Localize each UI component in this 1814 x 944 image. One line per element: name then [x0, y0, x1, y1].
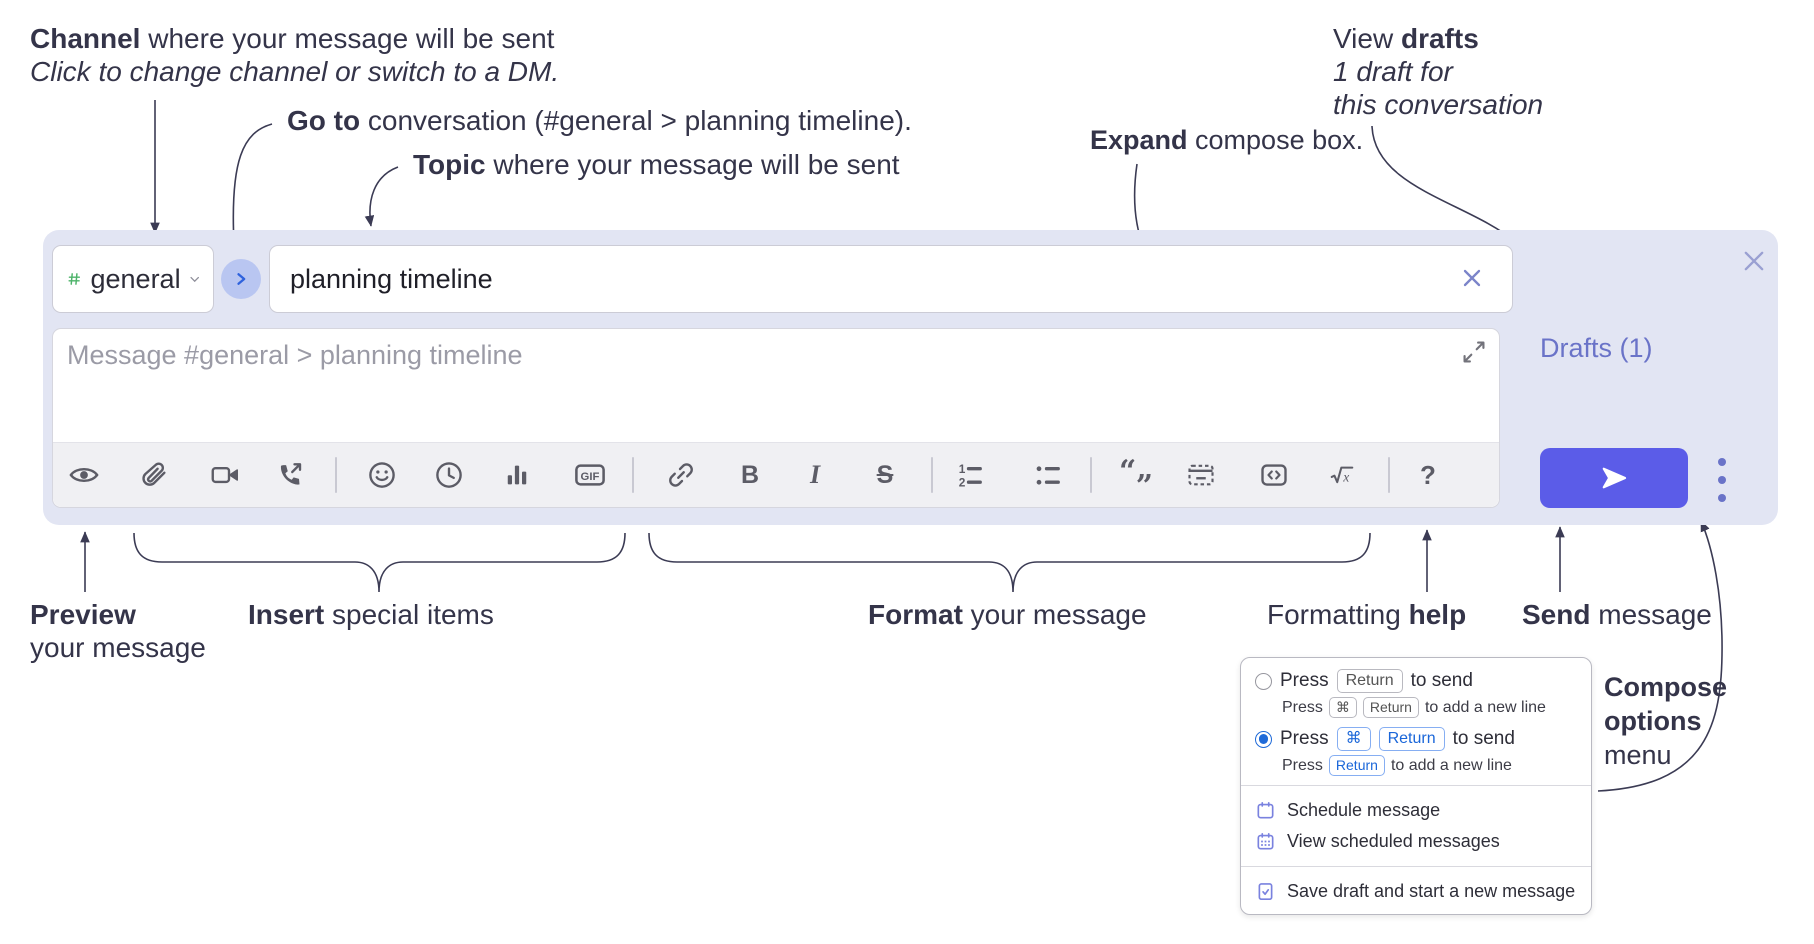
menu-item-schedule-message[interactable]: Schedule message [1241, 795, 1591, 826]
link-icon[interactable] [659, 453, 703, 497]
preview-icon[interactable] [62, 453, 106, 497]
radio-unselected[interactable] [1255, 672, 1272, 690]
chevron-right-icon [237, 273, 246, 285]
option-enter-sends[interactable]: Press Return to send [1241, 669, 1591, 693]
annotation-view-drafts: View drafts 1 draft for this conversatio… [1333, 23, 1544, 120]
clear-topic-icon[interactable] [1455, 261, 1489, 295]
channel-hash-icon [68, 273, 81, 285]
menu-divider [1241, 866, 1591, 867]
gif-icon[interactable]: GIF [568, 453, 612, 497]
compose-box: general Drafts (1) Message #general > pl… [43, 230, 1778, 525]
key-return-blue: Return [1328, 755, 1385, 776]
draft-check-icon [1258, 883, 1273, 901]
menu-divider [1241, 785, 1591, 786]
key-return: Return [1336, 669, 1403, 693]
annotation-channel-bold: Channel [30, 23, 141, 54]
annotation-formatting-help: Formatting help [1267, 599, 1467, 630]
paper-plane-icon [1602, 467, 1627, 489]
channel-selector[interactable]: general [52, 245, 214, 313]
bulleted-list-icon[interactable] [1026, 453, 1070, 497]
connector-goto [228, 123, 273, 245]
calendar-icon [1257, 801, 1274, 819]
menu-item-save-draft[interactable]: Save draft and start a new message [1241, 876, 1591, 907]
menu-item-view-scheduled[interactable]: View scheduled messages [1241, 826, 1591, 857]
compose-options-menu-icon[interactable] [1714, 458, 1730, 502]
option-cmd-enter-sends-sub: Press Return to add a new line [1241, 755, 1591, 776]
send-button[interactable] [1540, 448, 1688, 508]
strikethrough-icon[interactable]: S [876, 460, 894, 489]
annotation-channel: Channel where your message will be sent … [30, 22, 559, 88]
poll-icon[interactable] [495, 453, 539, 497]
quote-icon[interactable]: “” [1119, 454, 1153, 504]
brace-format [648, 532, 1371, 593]
message-area[interactable]: Message #general > planning timeline [52, 328, 1500, 508]
option-enter-sends-sub: Press ⌘ Return to add a new line [1241, 697, 1591, 718]
emoji-icon[interactable] [360, 453, 404, 497]
global-time-icon[interactable] [427, 453, 471, 497]
video-call-icon[interactable] [203, 453, 247, 497]
key-return: Return [1362, 697, 1419, 718]
svg-text:GIF: GIF [581, 471, 600, 483]
calendar-grid-icon [1257, 832, 1274, 850]
italic-icon[interactable]: I [809, 460, 821, 489]
annotation-compose-options: Compose options menu [1604, 672, 1728, 770]
key-cmd: ⌘ [1328, 697, 1357, 718]
annotation-expand: Expand compose box. [1090, 125, 1364, 155]
option-cmd-enter-sends[interactable]: Press ⌘ Return to send [1241, 727, 1591, 751]
annotation-preview: Preview your message [30, 599, 206, 663]
annotation-topic: Topic where your message will be sent [413, 149, 900, 180]
attach-file-icon[interactable] [132, 453, 176, 497]
radio-selected[interactable] [1255, 730, 1272, 748]
svg-text:x: x [1342, 470, 1349, 485]
annotation-format: Format your message [868, 599, 1147, 630]
expand-compose-icon[interactable] [1461, 339, 1489, 367]
toolbar-divider [632, 457, 634, 493]
toolbar-divider [1388, 457, 1390, 493]
math-latex-icon[interactable]: x [1320, 453, 1364, 497]
bold-icon[interactable]: B [740, 460, 760, 489]
go-to-conversation-button[interactable] [221, 259, 261, 299]
channel-name: general [90, 263, 181, 294]
annotation-channel-rest: where your message will be sent [140, 23, 555, 54]
formatting-help-icon[interactable]: ? [1420, 459, 1436, 490]
toolbar-divider [931, 457, 933, 493]
brace-insert [133, 532, 626, 593]
compose-options-popup: Press Return to send Press ⌘ Return to a… [1240, 657, 1592, 915]
message-placeholder: Message #general > planning timeline [67, 340, 523, 370]
drafts-link[interactable]: Drafts (1) [1540, 333, 1653, 363]
close-compose-icon[interactable] [1737, 244, 1771, 278]
topic-input[interactable] [269, 245, 1513, 313]
spoiler-icon[interactable] [1179, 453, 1223, 497]
toolbar-divider [335, 457, 337, 493]
key-return-blue: Return [1378, 727, 1445, 751]
chevron-down-icon [190, 276, 199, 282]
toolbar-divider [1090, 457, 1092, 493]
key-cmd-blue: ⌘ [1336, 727, 1371, 751]
annotation-send: Send message [1522, 599, 1712, 630]
annotation-insert: Insert special items [248, 599, 494, 630]
svg-text:1: 1 [959, 462, 966, 476]
code-icon[interactable] [1252, 453, 1296, 497]
svg-text:2: 2 [959, 476, 966, 490]
connector-topic [364, 166, 399, 227]
annotation-goto: Go to conversation (#general > planning … [287, 105, 912, 136]
audio-call-icon[interactable] [268, 453, 312, 497]
annotation-channel-sub: Click to change channel or switch to a D… [30, 56, 560, 87]
